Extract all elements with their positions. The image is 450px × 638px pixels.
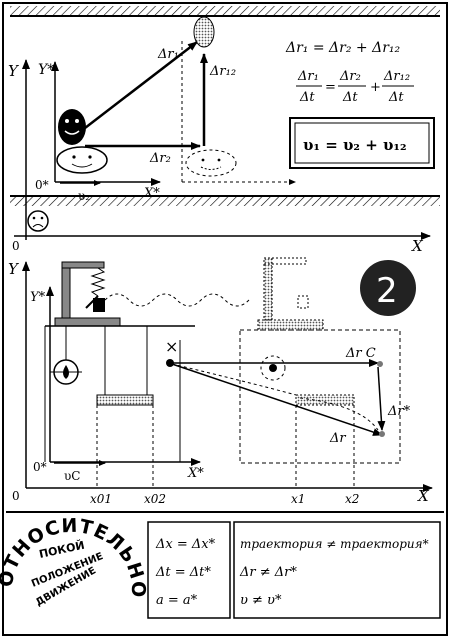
svg-text:+: +: [370, 80, 381, 95]
dr-star-arrow: [377, 366, 386, 431]
number-badge: [360, 260, 416, 316]
ghost-stand: [263, 257, 273, 321]
origin-middle: 0: [12, 239, 20, 253]
svg-text:Δr₁₂: Δr₁₂: [383, 69, 410, 84]
v2-label: υ₂: [78, 189, 90, 203]
platform-smiley: [56, 146, 108, 174]
right-eq-2: Δr ≠ Δr*: [239, 565, 297, 580]
origin-bottom: 0: [12, 489, 20, 503]
x-star-label: X*: [143, 186, 160, 201]
weight: [93, 298, 105, 312]
result-box-outer: [289, 117, 435, 169]
velocity-equation: υ₁ = υ₂ + υ₁₂: [303, 136, 407, 154]
svg-text:Δt: Δt: [342, 90, 358, 105]
dr2-label: Δr₂: [149, 151, 171, 166]
dr1-label: Δr₁: [157, 47, 179, 62]
start-point: [166, 359, 174, 367]
y-axis-label: Y: [8, 62, 20, 80]
sad-face: [27, 210, 49, 232]
cross-mark: ×: [165, 337, 178, 356]
top-panel: Y Y* X* 0* υ₂ Δr₁ Δr₁₂ Δr₂ Δr₁ =: [8, 6, 440, 240]
svg-text:Δr₁: Δr₁: [297, 69, 319, 84]
y-star-bottom-label: Y*: [30, 290, 46, 305]
tick-x01: x01: [90, 492, 112, 506]
spring: [90, 267, 106, 297]
ghost-face: [193, 16, 215, 48]
svg-text:Δt: Δt: [299, 90, 315, 105]
dr12-label: Δr₁₂: [209, 64, 236, 79]
svg-text:Δr₂: Δr₂: [339, 69, 361, 84]
origin-star-label: 0*: [35, 178, 49, 192]
footer: ОТНОСИТЕЛЬНО ПОКОЙ ПОЛОЖЕНИЕ ДВИЖЕНИЕ Δx…: [0, 511, 444, 619]
x-axis-bottom-label: X: [417, 487, 430, 505]
right-eq-1: траектория ≠ траектория*: [240, 537, 429, 551]
dr-arrow: [171, 363, 383, 436]
bottom-panel: Y 0 X Y* X* 0* υC: [8, 257, 433, 506]
result-box-inner: [294, 122, 430, 164]
ghost-frame: [239, 329, 401, 464]
equation-2: Δr₁ Δt = Δr₂ Δt + Δr₁₂ Δt: [296, 69, 414, 105]
svg-text:Δt: Δt: [388, 90, 404, 105]
lower-plate: [96, 394, 154, 406]
number-badge-text: 2: [376, 271, 398, 311]
middle-strip: 0 X: [12, 210, 431, 255]
floor-hatch: [10, 196, 440, 206]
person-face: [58, 109, 86, 145]
y-star-label: Y*: [38, 62, 54, 78]
stand-base: [54, 317, 121, 327]
tick-x02: x02: [144, 492, 166, 506]
right-eq-3: υ ≠ υ*: [240, 593, 282, 608]
svg-text:=: =: [325, 80, 336, 95]
vc-label: υC: [64, 469, 80, 483]
ceiling-hatch: [10, 6, 440, 16]
oscillation-trajectory: [104, 293, 250, 307]
drc-label: Δr C: [345, 346, 376, 361]
x-axis-middle-label: X: [411, 237, 424, 255]
mid-eq-2: Δt = Δt*: [155, 565, 211, 580]
mid-box: [147, 521, 231, 619]
equation-1: Δr₁ = Δr₂ + Δr₁₂: [285, 40, 401, 56]
x-star-bottom-label: X*: [187, 466, 204, 481]
dr-star-label: Δr*: [387, 404, 411, 419]
mid-eq-3: a = a*: [156, 593, 198, 608]
ghost-platform: [185, 149, 237, 177]
tick-x1: x1: [291, 492, 305, 506]
right-box: [233, 521, 441, 619]
origin-star-bottom: 0*: [33, 460, 47, 474]
dr-label: Δr: [329, 431, 346, 446]
mid-eq-1: Δx = Δx*: [155, 537, 216, 552]
tick-x2: x2: [345, 492, 359, 506]
stand-post: [61, 261, 71, 325]
dr1-arrow: [84, 41, 198, 129]
y-axis-bottom-label: Y: [8, 260, 20, 278]
